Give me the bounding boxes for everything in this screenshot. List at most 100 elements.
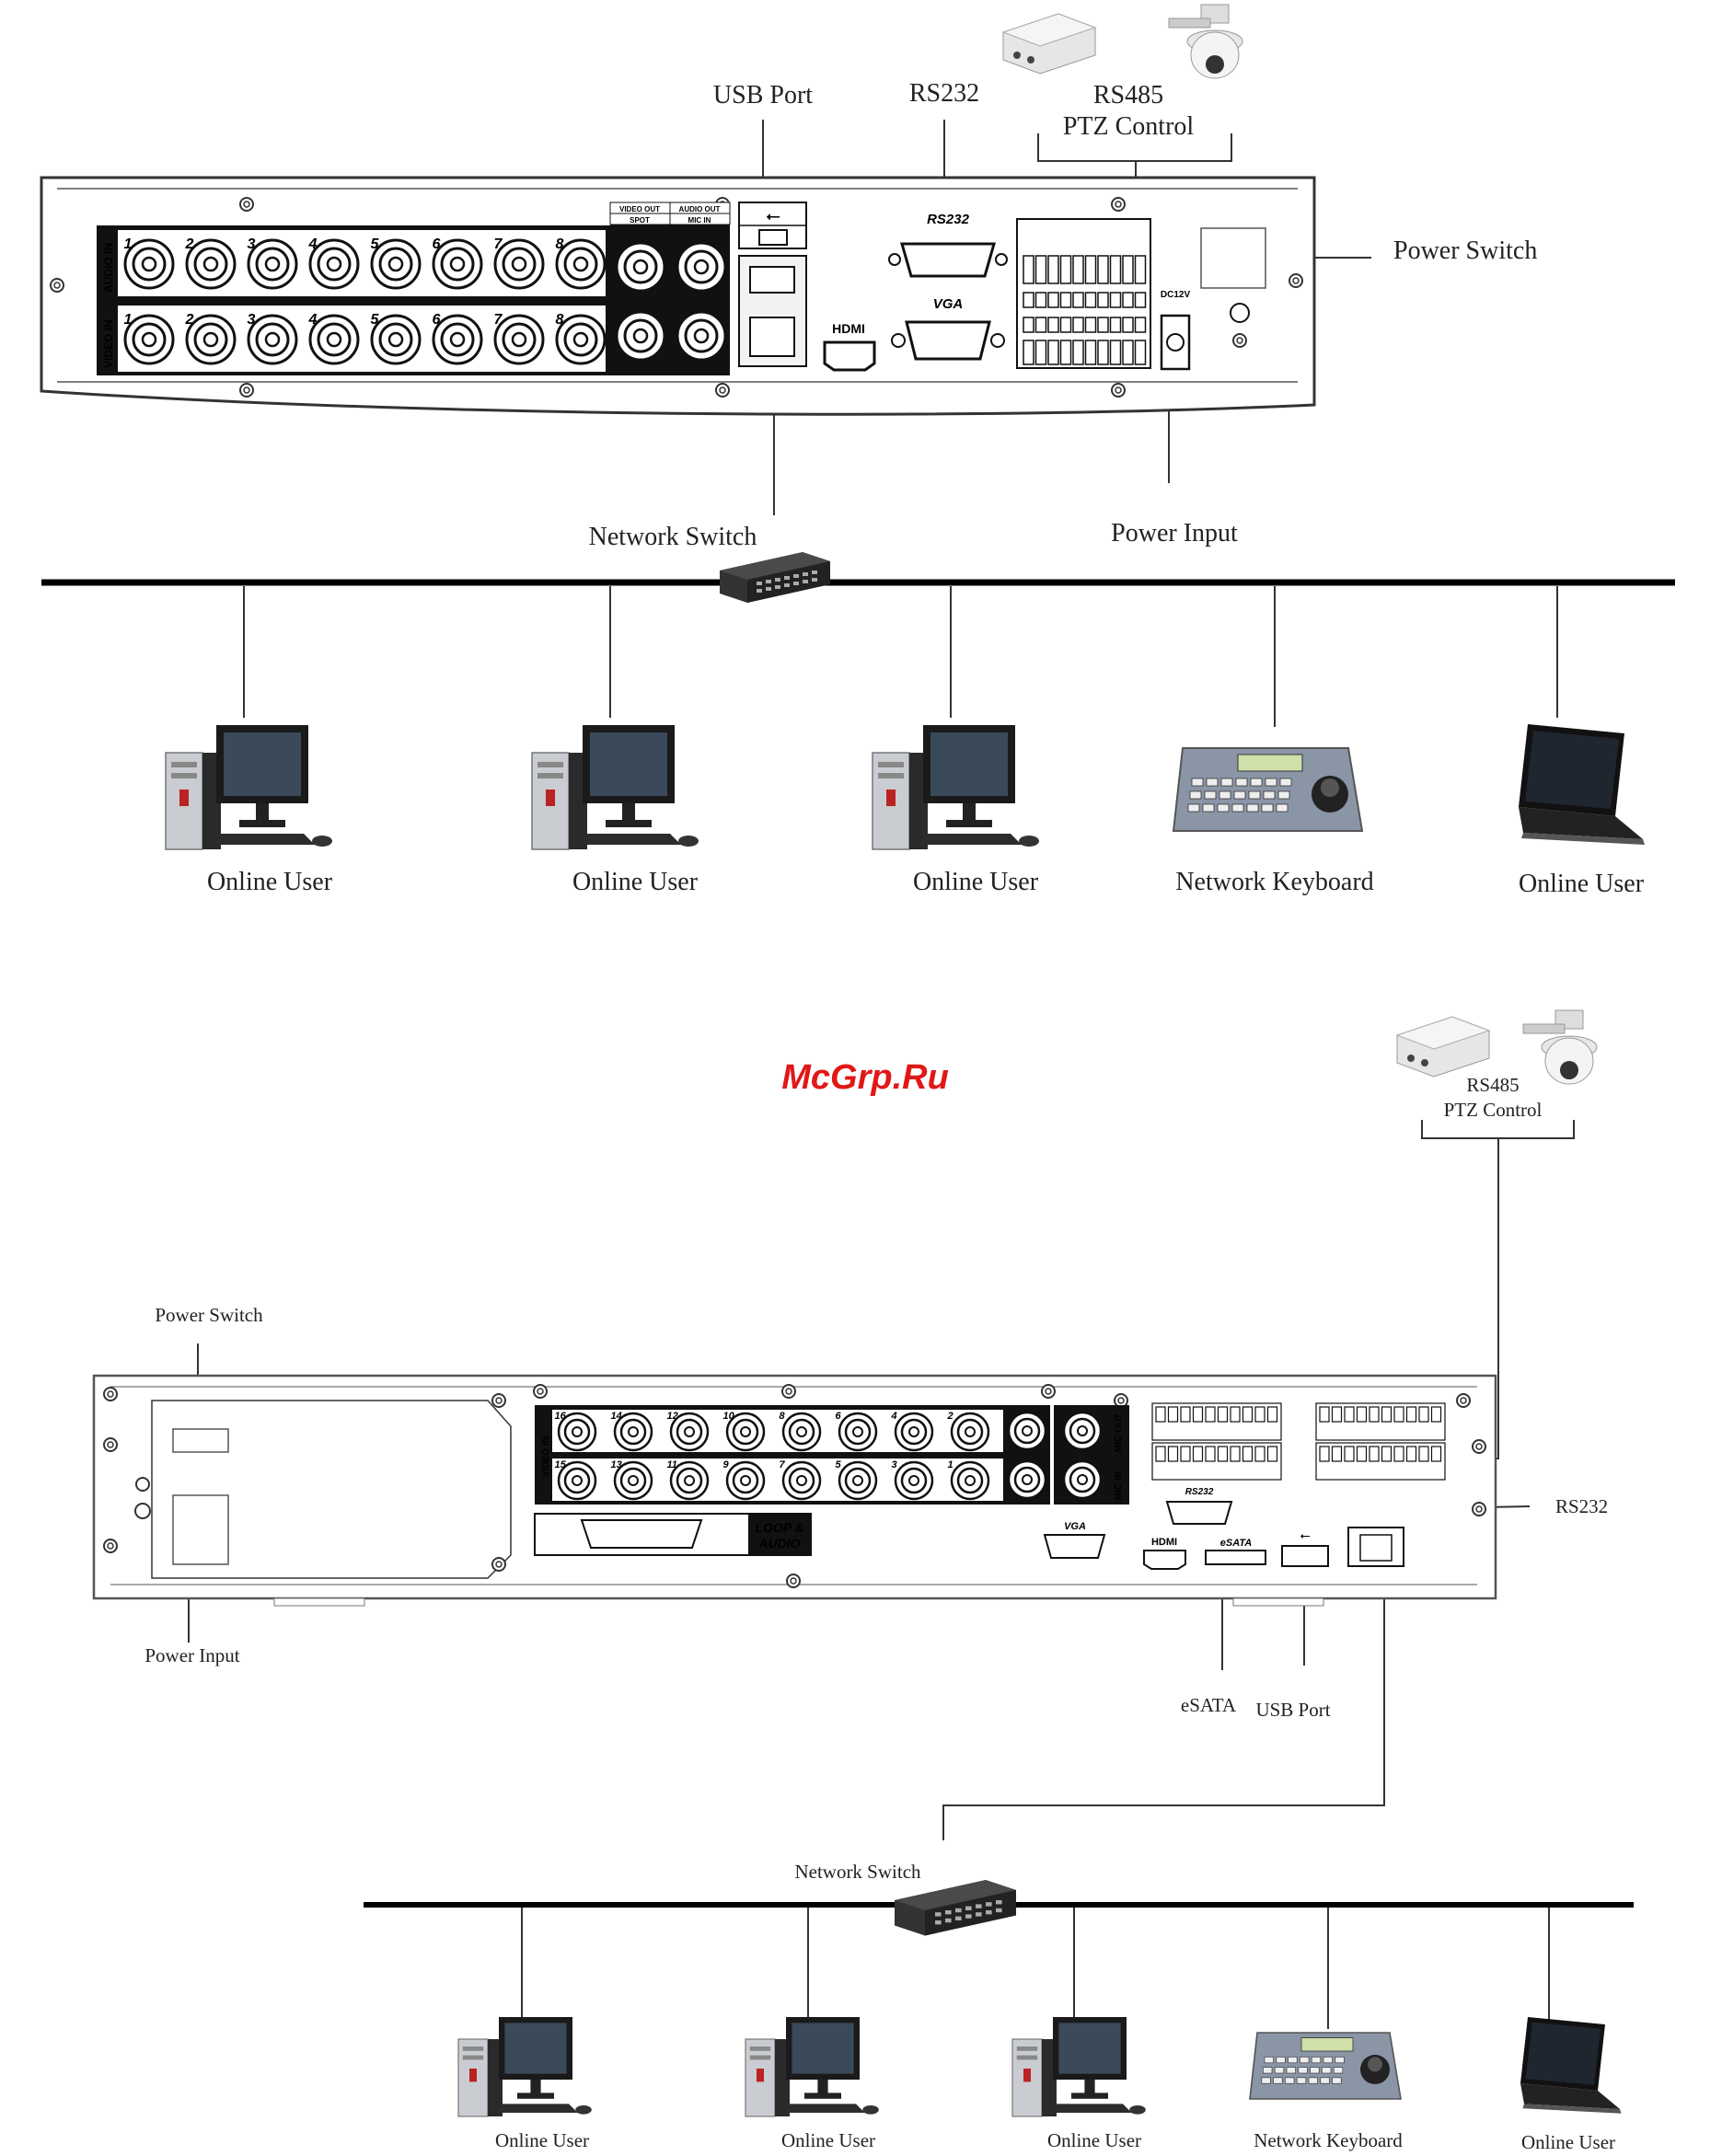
usb-icon: ⭠	[766, 206, 780, 226]
video-in-connector	[123, 314, 175, 365]
video-in-connector	[432, 314, 483, 365]
audio-in-channel-number: 4	[308, 236, 318, 252]
label-rs232-2: RS232	[1555, 1495, 1608, 1517]
label-network-switch-2: Network Switch	[794, 1861, 921, 1883]
vga-port	[905, 320, 991, 361]
loop-label-2: AUDIO	[757, 1536, 800, 1551]
video-in-bottom-channel-number: 9	[723, 1459, 730, 1470]
video-in-top-connector	[838, 1412, 878, 1452]
alarm-rs485-terminal-block	[1016, 218, 1151, 369]
video-in-top-channel-number: 10	[723, 1411, 735, 1422]
spot-label: SPOT	[630, 216, 650, 225]
client-label-4: Network Keyboard	[1175, 868, 1373, 896]
audio-in-channel-number: 1	[124, 236, 133, 252]
client-label-b2: Online User	[781, 2129, 875, 2151]
audio-in-connector	[185, 238, 237, 290]
video-in-bottom-channel-number: 11	[667, 1459, 677, 1470]
vga-panel-label: VGA	[933, 296, 964, 312]
audio-in-channel-number: 8	[556, 236, 564, 252]
client-label-b1: Online User	[495, 2129, 589, 2151]
label-network-switch: Network Switch	[589, 523, 757, 551]
video-in-bottom-connector	[894, 1460, 934, 1501]
hdmi-port	[823, 340, 876, 372]
audio-in-connector	[493, 238, 545, 290]
audio-in-channel-number: 5	[371, 236, 380, 252]
client-label-5: Online User	[1519, 870, 1645, 898]
video-in-top-channel-number: 4	[891, 1411, 897, 1422]
usb-network-ports: ⭠	[738, 202, 807, 367]
video-in-channel-number: 6	[433, 312, 441, 328]
pc-icon-b2	[745, 2016, 880, 2117]
laptop-icon	[1519, 724, 1645, 845]
ptz-decoder-icon	[1002, 13, 1096, 75]
video-in-top-channel-number: 6	[836, 1411, 842, 1422]
audio-in-connector	[370, 238, 422, 290]
network-switch-icon	[720, 552, 830, 603]
video-in-top-connector	[781, 1412, 822, 1452]
pc-icon-3	[872, 724, 1040, 850]
pc-icon-1	[165, 724, 333, 850]
client-label-b4: Network Keyboard	[1254, 2129, 1403, 2151]
audio-in-connector	[555, 238, 607, 290]
label-rs485: RS485	[1093, 81, 1163, 110]
loop-label-1: LOOP &	[755, 1520, 803, 1535]
watermark: McGrp.Ru	[781, 1058, 949, 1097]
video-in-connector	[247, 314, 298, 365]
power-switch-2	[172, 1428, 229, 1453]
mic-out-label: MIC OUT	[1114, 1413, 1124, 1452]
label-rs485-2: RS485	[1466, 1074, 1519, 1096]
client-drops-2	[521, 1908, 1550, 2029]
label-esata: eSATA	[1181, 1694, 1237, 1716]
terminal-blocks-2	[1151, 1402, 1446, 1481]
client-label-1: Online User	[207, 868, 333, 896]
ptz-dome-camera-icon	[1168, 4, 1243, 79]
video-in-bottom-connector	[781, 1460, 822, 1501]
video-in-bottom-channel-number: 15	[555, 1459, 567, 1470]
loop-audio-port	[580, 1519, 703, 1549]
video-in-bottom-channel-number: 7	[780, 1459, 786, 1470]
label-power-switch-2: Power Switch	[155, 1304, 263, 1326]
video-in-bottom-connector	[838, 1460, 878, 1501]
video-in-top-channel-number: 16	[555, 1411, 567, 1422]
network-switch-icon-2	[894, 1880, 1016, 1936]
network-keyboard-icon-2	[1249, 2032, 1402, 2100]
client-label-b5: Online User	[1521, 2131, 1615, 2153]
label-rs232: RS232	[909, 79, 979, 108]
ptz-dome-camera-icon-2	[1522, 1009, 1598, 1085]
video-in-channel-number: 3	[248, 312, 256, 328]
video-in-top-channel-number: 12	[667, 1411, 678, 1422]
audio-in-channel-number: 6	[433, 236, 441, 252]
video-out-label: VIDEO OUT	[619, 205, 660, 213]
video-in-channel-number: 5	[371, 312, 380, 328]
usb-port-2	[1281, 1545, 1329, 1567]
network-keyboard-icon	[1173, 747, 1363, 832]
video-in-connector	[370, 314, 422, 365]
rs232-panel-label: RS232	[927, 212, 970, 227]
client-label-3: Online User	[913, 868, 1039, 896]
video-in-connector	[493, 314, 545, 365]
vga-port-2	[1043, 1534, 1106, 1559]
video-in-connector	[555, 314, 607, 365]
hdmi-port-2	[1143, 1550, 1186, 1570]
esata-panel-label: eSATA	[1220, 1538, 1252, 1549]
video-in-channel-number: 7	[494, 312, 503, 328]
rj45-port	[749, 317, 795, 357]
ptz-decoder-icon-2	[1396, 1016, 1490, 1078]
usb-icon-2: ⭠	[1300, 1529, 1310, 1543]
client-drops	[243, 586, 1558, 727]
video-in-channel-number: 8	[556, 312, 564, 328]
audio-in-channel-number: 7	[494, 236, 503, 252]
bottom-diagram: RS485 PTZ Control Power Switch Power Inp…	[92, 1009, 1634, 2153]
rs232-port-2	[1165, 1501, 1233, 1525]
video-in-label: VIDEO IN	[102, 319, 115, 368]
label-ptz-control: PTZ Control	[1063, 112, 1195, 141]
video-in-bottom-connector	[950, 1460, 990, 1501]
audio-in-channel-number: 2	[185, 236, 194, 252]
rs232-port	[900, 242, 996, 278]
video-audio-out-block: VIDEO OUT AUDIO OUT SPOT MIC IN	[609, 202, 731, 375]
